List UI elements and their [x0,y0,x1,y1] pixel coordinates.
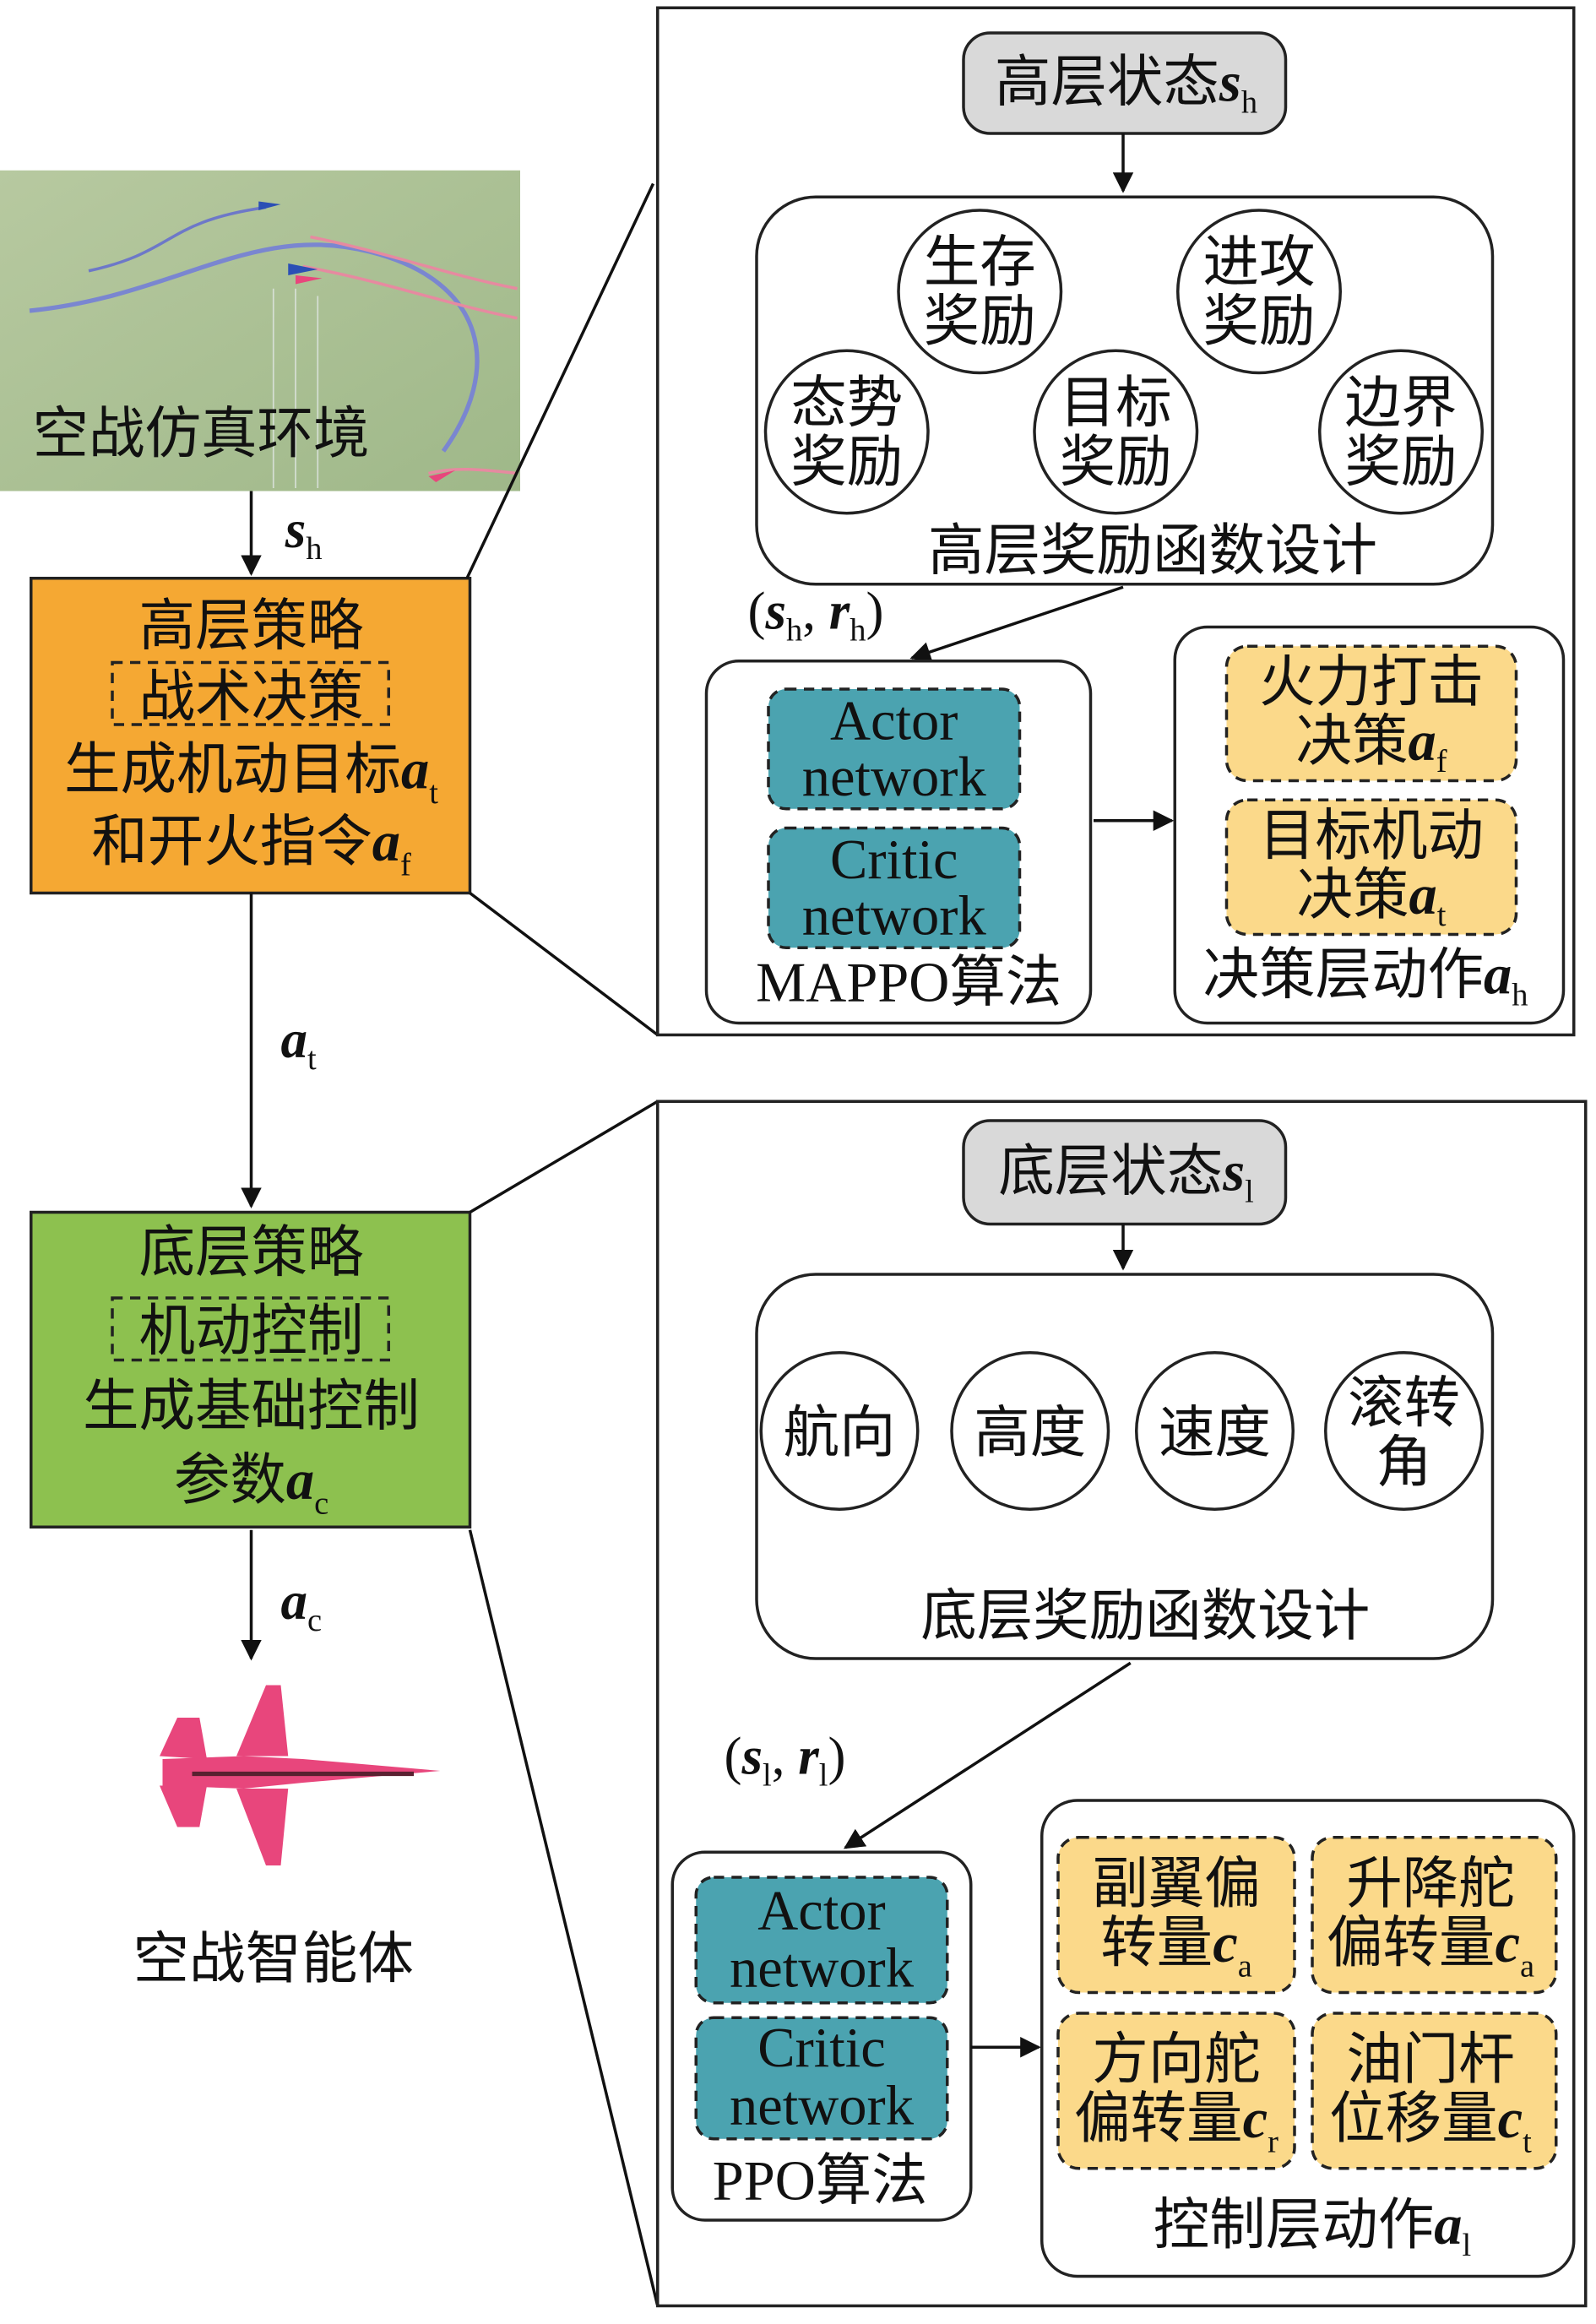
svg-text:Critic: Critic [830,829,958,891]
svg-text:决策at: 决策at [1297,865,1447,933]
svg-text:奖励: 奖励 [1203,291,1316,353]
agent-label: 空战智能体 [133,1929,415,1990]
svg-text:network: network [730,2075,915,2137]
edge-label-ac: ac [281,1572,323,1638]
high-state-label: 高层状态sh [995,52,1257,121]
throttle-node [1311,2012,1558,2170]
critic-network-node [767,826,1022,949]
svg-text:火力打击: 火力打击 [1259,652,1484,714]
svg-text:油门杆: 油门杆 [1346,2029,1515,2091]
low-state-label: 底层状态sl [998,1141,1254,1209]
low-reward-label: 底层奖励函数设计 [920,1586,1370,1648]
svg-text:生存: 生存 [924,232,1036,294]
svg-text:方向舵: 方向舵 [1092,2029,1261,2091]
svg-text:边界: 边界 [1345,372,1458,434]
svg-text:Actor: Actor [830,691,958,752]
low-policy-line3: 生成基础控制 [83,1376,420,1438]
zoom-line [469,892,659,1036]
svg-text:奖励: 奖励 [1060,432,1172,493]
low-level-policy-box: 底层策略 机动控制 生成基础控制 参数ac [30,1210,472,1529]
rudder-node [1056,2012,1296,2170]
svg-text:位移量ct: 位移量ct [1329,2088,1532,2160]
decision-action-label: 决策层动作ah [1203,945,1528,1013]
low-policy-tag: 机动控制 [139,1300,364,1362]
maneuver-decision-node [1224,798,1518,937]
svg-text:目标机动: 目标机动 [1259,806,1484,867]
aileron-node [1056,1836,1296,1995]
svg-text:航向: 航向 [784,1403,896,1464]
svg-text:转量ca: 转量ca [1100,1913,1252,1985]
reward-circle-altitude: 高度 [950,1351,1110,1511]
svg-text:态势: 态势 [790,372,903,434]
low-reward-group [755,1273,1495,1660]
svg-text:速度: 速度 [1159,1403,1271,1464]
zoom-line [465,182,655,579]
high-policy-line3: 生成机动目标at [64,739,438,811]
svg-text:目标: 目标 [1060,372,1172,434]
svg-text:network: network [802,747,987,808]
high-policy-tag: 战术决策 [139,667,364,729]
edge-label-sl-rl: (sl, rl) [725,1727,846,1794]
actor-network-node [694,1876,949,2005]
high-level-policy-box: 高层策略 战术决策 生成机动目标at 和开火指令af [30,577,472,895]
svg-text:角: 角 [1376,1432,1432,1494]
svg-text:副翼偏: 副翼偏 [1092,1854,1261,1915]
zoom-line [468,1529,660,2306]
svg-text:network: network [802,886,987,948]
environment-label: 空战仿真环境 [33,404,370,465]
svg-text:升降舵: 升降舵 [1346,1854,1515,1915]
low-policy-title: 底层策略 [139,1223,364,1284]
svg-text:偏转量ca: 偏转量ca [1327,1913,1534,1985]
svg-text:network: network [730,1938,915,2000]
zoom-line [469,1100,659,1214]
svg-text:奖励: 奖励 [924,291,1036,353]
reward-circle-heading: 航向 [759,1351,920,1511]
reward-circle-speed: 速度 [1135,1351,1295,1511]
control-action-label: 控制层动作al [1154,2195,1471,2263]
svg-text:高度: 高度 [974,1403,1086,1464]
edge-label-sh: sh [285,500,323,567]
actor-network-node [767,687,1022,811]
svg-text:奖励: 奖励 [790,432,903,493]
fighter-jet-icon [160,1685,441,1865]
simulation-environment-image: 空战仿真环境 [0,170,520,491]
elevator-node [1311,1836,1558,1995]
svg-text:Actor: Actor [757,1880,885,1941]
high-reward-label: 高层奖励函数设计 [928,520,1377,582]
svg-text:偏转量cr: 偏转量cr [1074,2088,1278,2160]
ppo-label: PPO算法 [713,2151,928,2213]
edge-label-at: at [281,1010,318,1077]
reward-circle-roll: 滚转角 [1324,1351,1484,1511]
high-policy-title: 高层策略 [139,596,364,658]
svg-text:Critic: Critic [757,2017,885,2079]
critic-network-node [694,2016,949,2141]
low-level-panel: 底层状态sl 航向 高度 速度 滚转角 底层奖励函数设计 (sl, rl) Ac… [656,1100,1588,2308]
low-policy-line4: 参数ac [174,1450,328,1522]
fire-decision-node [1224,644,1518,783]
svg-text:奖励: 奖励 [1345,432,1458,493]
svg-text:决策af: 决策af [1295,711,1447,779]
edge-label-sh-rh: (sh, rh) [748,581,884,648]
high-policy-line4: 和开火指令af [91,812,411,882]
svg-text:滚转: 滚转 [1348,1373,1460,1435]
svg-text:进攻: 进攻 [1203,232,1316,294]
mappo-label: MAPPO算法 [756,952,1061,1013]
